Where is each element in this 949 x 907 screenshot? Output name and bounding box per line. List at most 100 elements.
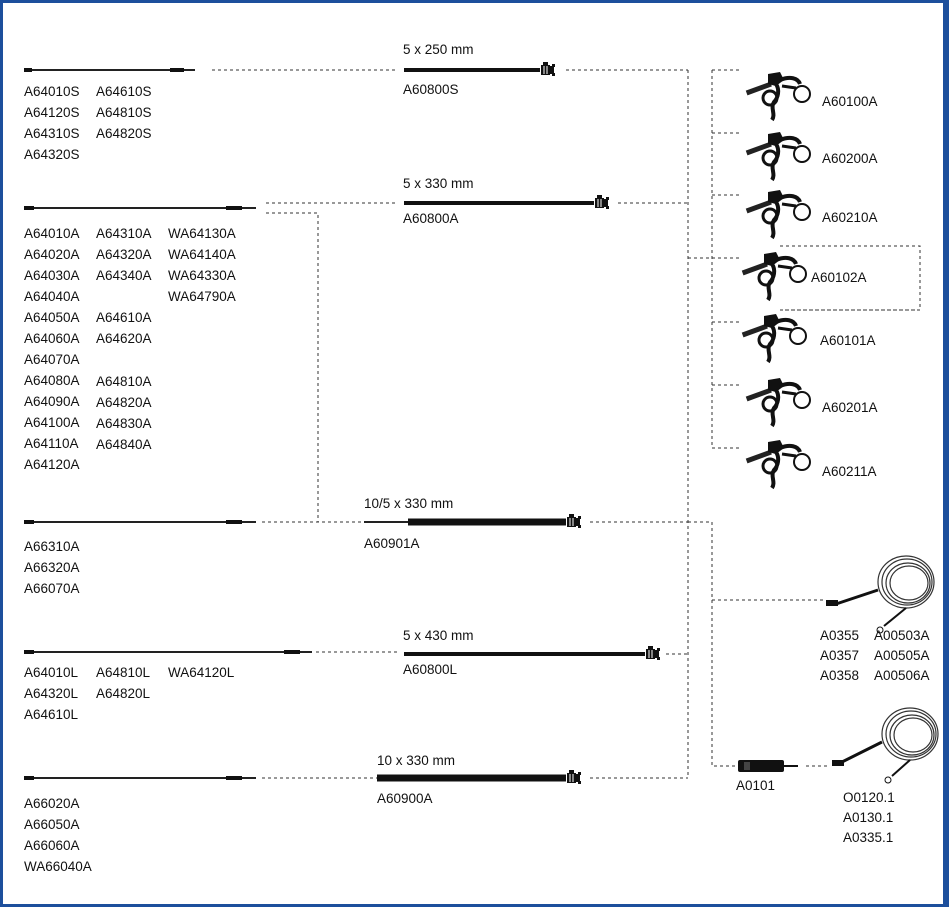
sheath-1: 5 x 250 mm A60800S bbox=[403, 42, 556, 97]
insert-code: A64810S bbox=[96, 105, 152, 120]
sheath-5: 10 x 330 mm A60900A bbox=[377, 753, 582, 806]
insert-code: A64020A bbox=[24, 247, 80, 262]
insert-code: A64820L bbox=[96, 686, 151, 701]
insert-code: WA64330A bbox=[168, 268, 236, 283]
insert-code: WA64120L bbox=[168, 665, 235, 680]
scissor-handle-icon bbox=[743, 70, 812, 122]
handle-2: A60200A bbox=[743, 130, 878, 182]
sheath-code: A60800S bbox=[403, 82, 459, 97]
insert-code: A64820A bbox=[96, 395, 152, 410]
sheath-code: A60800L bbox=[403, 662, 458, 677]
cable-top bbox=[826, 555, 935, 634]
handle-code: A60210A bbox=[822, 210, 878, 225]
handle-6: A60201A bbox=[743, 376, 878, 428]
adapter-code: A0101 bbox=[736, 778, 775, 793]
sheath-connector-icon bbox=[540, 61, 556, 77]
insert-code: A64320A bbox=[96, 247, 152, 262]
insert-code: A64610S bbox=[96, 84, 152, 99]
sheath-size: 10 x 330 mm bbox=[377, 753, 455, 768]
handle-code: A60200A bbox=[822, 151, 878, 166]
sheath-code: A60901A bbox=[364, 536, 420, 551]
link-bus-cables bbox=[688, 521, 736, 767]
cable-code: A0355 bbox=[820, 628, 859, 643]
insert-shaft-3 bbox=[24, 520, 256, 524]
insert-code: A64820S bbox=[96, 126, 152, 141]
handle-code: A60201A bbox=[822, 400, 878, 415]
sheath-size: 5 x 330 mm bbox=[403, 176, 474, 191]
insert-code: A64030A bbox=[24, 268, 80, 283]
cable-code: O0120.1 bbox=[843, 790, 895, 805]
insert-shaft-2 bbox=[24, 206, 256, 210]
insert-code: A64830A bbox=[96, 416, 152, 431]
sheath-size: 10/5 x 330 mm bbox=[364, 496, 453, 511]
insert-group-4: A64010L A64810L WA64120L A64320L A64820L… bbox=[24, 665, 235, 722]
insert-code: A64090A bbox=[24, 394, 80, 409]
handle-3: A60210A bbox=[743, 188, 878, 240]
insert-code: A66020A bbox=[24, 796, 80, 811]
link-insert2-sheath3 bbox=[266, 212, 319, 522]
cable-bottom bbox=[832, 707, 939, 784]
insert-code: A64620A bbox=[96, 331, 152, 346]
insert-code: A64810A bbox=[96, 374, 152, 389]
sheath-connector-icon bbox=[594, 194, 610, 210]
insert-code: A66310A bbox=[24, 539, 80, 554]
sheath-connector-icon bbox=[645, 645, 661, 661]
insert-code: A64340A bbox=[96, 268, 152, 283]
cable-code: A0335.1 bbox=[843, 830, 893, 845]
insert-code: A64320L bbox=[24, 686, 79, 701]
insert-code: A66070A bbox=[24, 581, 80, 596]
insert-group-1: A64010S A64610S A64120S A64810S A64310S … bbox=[24, 84, 152, 162]
handle-7: A60211A bbox=[743, 438, 877, 490]
coiled-cable-icon bbox=[881, 707, 939, 761]
insert-code: A64080A bbox=[24, 373, 80, 388]
insert-code: A64320S bbox=[24, 147, 80, 162]
sheath-4: 5 x 430 mm A60800L bbox=[403, 628, 661, 677]
sheath-size: 5 x 250 mm bbox=[403, 42, 474, 57]
insert-code: A64840A bbox=[96, 437, 152, 452]
insert-code: A64310A bbox=[96, 226, 152, 241]
insert-code: A66320A bbox=[24, 560, 80, 575]
insert-code: A64050A bbox=[24, 310, 80, 325]
insert-code: A66060A bbox=[24, 838, 80, 853]
handle-code: A60101A bbox=[820, 333, 876, 348]
scissor-handle-icon bbox=[739, 312, 808, 364]
sheath-code: A60900A bbox=[377, 791, 433, 806]
cable-code: A00505A bbox=[874, 648, 930, 663]
handle-1: A60100A bbox=[743, 70, 878, 122]
insert-group-2: A64010A A64310A WA64130A A64020A A64320A… bbox=[24, 226, 236, 472]
insert-code: WA64130A bbox=[168, 226, 236, 241]
insert-code: A64110A bbox=[24, 436, 79, 451]
insert-code: WA66040A bbox=[24, 859, 92, 874]
insert-group-5: A66020A A66050A A66060A WA66040A bbox=[24, 796, 92, 874]
scissor-handle-icon bbox=[743, 438, 812, 490]
insert-code: A64120S bbox=[24, 105, 80, 120]
insert-code: A64010L bbox=[24, 665, 79, 680]
handle-code: A60211A bbox=[822, 464, 877, 479]
insert-code: A64810L bbox=[96, 665, 151, 680]
scissor-handle-icon bbox=[739, 250, 808, 302]
insert-code: A64310S bbox=[24, 126, 80, 141]
cable-code: A00503A bbox=[874, 628, 930, 643]
insert-code: A64010A bbox=[24, 226, 80, 241]
scissor-handle-icon bbox=[743, 130, 812, 182]
insert-code: A64010S bbox=[24, 84, 80, 99]
insert-code: A66050A bbox=[24, 817, 80, 832]
scissor-handle-icon bbox=[743, 188, 812, 240]
cable-code: A0358 bbox=[820, 668, 859, 683]
insert-code: A64070A bbox=[24, 352, 80, 367]
sheath-size: 5 x 430 mm bbox=[403, 628, 474, 643]
sheath-3: 10/5 x 330 mm A60901A bbox=[364, 496, 582, 551]
sheath-connector-icon bbox=[566, 769, 582, 785]
cable-code: A0130.1 bbox=[843, 810, 893, 825]
handle-5: A60101A bbox=[739, 312, 876, 364]
handle-code: A60102A bbox=[811, 270, 867, 285]
adapter-plug-icon bbox=[738, 760, 798, 772]
insert-code: A64040A bbox=[24, 289, 80, 304]
insert-code: A64610L bbox=[24, 707, 79, 722]
cable-code: A00506A bbox=[874, 668, 930, 683]
sheath-connector-icon bbox=[566, 513, 582, 529]
insert-code: WA64140A bbox=[168, 247, 236, 262]
insert-shaft-5 bbox=[24, 776, 256, 780]
sheath-2: 5 x 330 mm A60800A bbox=[403, 176, 610, 226]
